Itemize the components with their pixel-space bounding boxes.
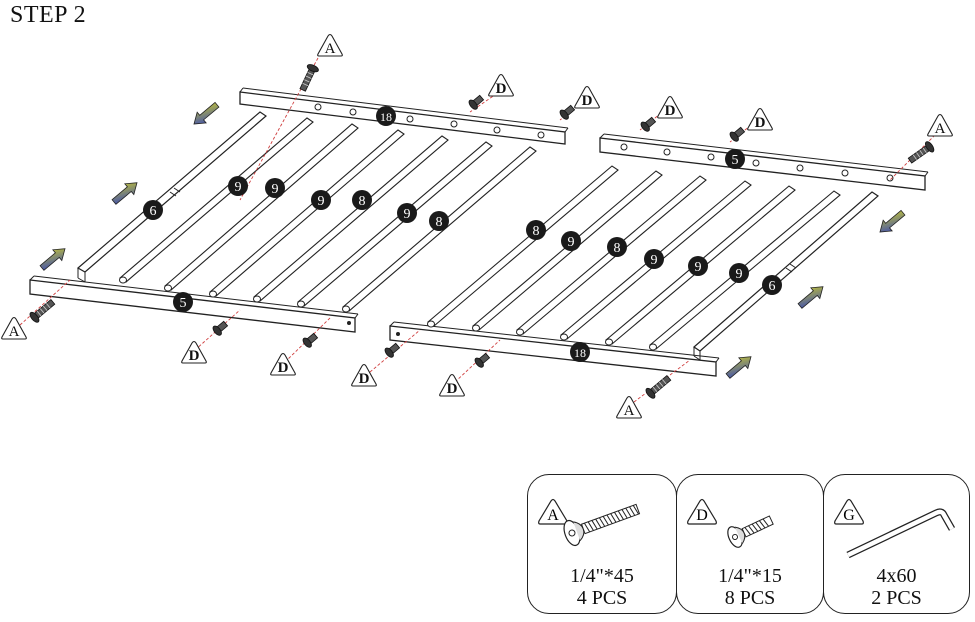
- callout-6: 6: [143, 200, 163, 220]
- callout-text: 18: [574, 346, 586, 360]
- callout-5: 5: [173, 292, 193, 312]
- part-label-text: D: [582, 93, 593, 109]
- callout-text: 8: [436, 215, 443, 230]
- callout-text: 8: [614, 241, 621, 256]
- callout-9: 9: [311, 190, 331, 210]
- rail-icon: [389, 321, 720, 377]
- callout-text: 6: [150, 204, 157, 219]
- rail-icon: [599, 133, 929, 191]
- legend-size-g: 4x60: [876, 565, 917, 587]
- part-label-text: A: [9, 324, 20, 340]
- callout-9: 9: [644, 249, 664, 269]
- legend-letter-text: D: [696, 507, 708, 524]
- legend-letter-g: G: [832, 497, 866, 527]
- legend-letter-text: A: [547, 507, 559, 524]
- legend-letter-d: D: [685, 497, 719, 527]
- callout-18: 18: [570, 342, 590, 362]
- part-label-text: A: [935, 121, 946, 137]
- callout-text: 9: [235, 180, 242, 195]
- legend-box-g: G 4x60 2 PCS: [823, 474, 970, 614]
- callout-text: 9: [272, 182, 279, 197]
- callout-9: 9: [228, 176, 248, 196]
- callout-8: 8: [352, 190, 372, 210]
- guide-lines: [19, 57, 936, 406]
- part-label-d: D: [351, 363, 377, 387]
- part-label-text: D: [278, 360, 289, 376]
- left-assembly: [29, 87, 569, 333]
- part-label-a: A: [1, 316, 27, 340]
- rail-icon: [29, 275, 359, 333]
- callout-18: 18: [376, 106, 396, 126]
- callout-text: 9: [695, 260, 702, 275]
- callout-9: 9: [561, 231, 581, 251]
- part-label-group: A D D D D A A D D D D A: [1, 33, 953, 419]
- part-label-d: D: [747, 107, 773, 131]
- step-title: STEP 2: [10, 2, 87, 28]
- callout-9: 9: [688, 256, 708, 276]
- short-bolt-icon: [727, 515, 774, 548]
- rod-icon: [76, 111, 267, 283]
- part-label-text: D: [359, 371, 370, 387]
- callout-text: 9: [736, 267, 743, 282]
- part-label-d: D: [657, 95, 683, 119]
- bolt-icon: [29, 64, 935, 399]
- part-label-text: D: [496, 81, 507, 97]
- callout-text: 18: [380, 110, 392, 124]
- rod-icon: [693, 191, 879, 361]
- callout-8: 8: [526, 220, 546, 240]
- callout-9: 9: [397, 203, 417, 223]
- callout-9: 9: [729, 263, 749, 283]
- part-label-d: D: [439, 373, 465, 397]
- legend-size-d: 1/4"*15: [718, 565, 782, 587]
- callout-text: 5: [732, 153, 739, 168]
- part-label-d: D: [270, 352, 296, 376]
- legend-size-a: 1/4"*45: [570, 565, 634, 587]
- allen-key-icon: [846, 508, 956, 559]
- callout-text: 9: [404, 207, 411, 222]
- legend-box-d: D 1/4"*15 8 PCS: [676, 474, 824, 614]
- part-label-text: D: [755, 115, 766, 131]
- callout-8: 8: [429, 211, 449, 231]
- callout-5: 5: [725, 149, 745, 169]
- callout-text: 9: [568, 235, 575, 250]
- callout-8: 8: [607, 237, 627, 257]
- callout-9: 9: [265, 178, 285, 198]
- part-label-text: D: [189, 348, 200, 364]
- part-label-text: A: [624, 403, 635, 419]
- legend-qty-d: 8 PCS: [724, 587, 776, 609]
- legend-letter-text: G: [843, 507, 855, 524]
- callout-text: 9: [651, 253, 658, 268]
- legend-qty-g: 2 PCS: [871, 587, 922, 609]
- callout-text: 6: [769, 279, 776, 294]
- arrow-icon: [39, 101, 906, 379]
- callout-text: 5: [180, 296, 187, 311]
- part-label-text: A: [325, 41, 336, 57]
- part-label-a: A: [317, 33, 343, 57]
- callout-text: 8: [359, 194, 366, 209]
- callout-6: 6: [762, 275, 782, 295]
- part-label-a: A: [927, 113, 953, 137]
- callout-group: 18 9 9 9 8 9 8 6 5 5 8 9 8 9 9 9 6 18: [143, 106, 782, 362]
- long-bolt-icon: [563, 503, 641, 547]
- rail-icon: [239, 87, 569, 145]
- rod-icon: [427, 165, 841, 351]
- assembly-diagram: A D D D D A A D D D D A 18 9 9 9 8 9 8 6 5 5 8 9 8 9 9 9 6 18: [1, 33, 953, 419]
- legend-letter-a: A: [536, 497, 570, 527]
- part-label-a: A: [616, 395, 642, 419]
- callout-text: 8: [533, 224, 540, 239]
- part-label-text: D: [447, 381, 458, 397]
- part-label-d: D: [574, 85, 600, 109]
- legend-qty-a: 4 PCS: [576, 587, 628, 609]
- part-label-d: D: [181, 340, 207, 364]
- part-label-text: D: [665, 103, 676, 119]
- part-label-d: D: [488, 73, 514, 97]
- legend-box-a: A 1/4"*45 4 PCS: [527, 474, 677, 614]
- callout-text: 9: [318, 194, 325, 209]
